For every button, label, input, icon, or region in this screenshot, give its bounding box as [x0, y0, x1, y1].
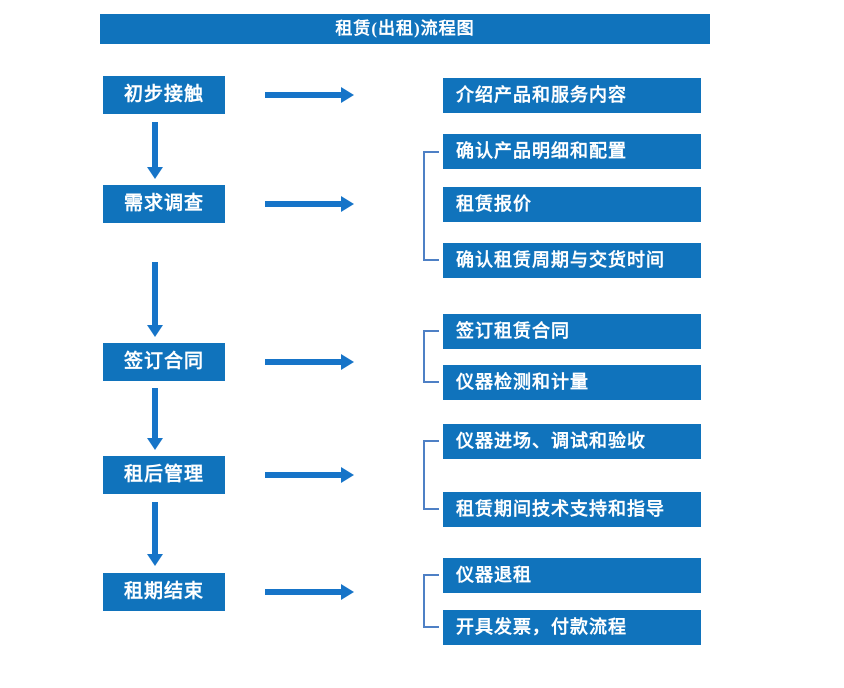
right-arrow-4: [265, 467, 354, 483]
right-arrow-2: [265, 196, 354, 212]
down-arrow-1: [147, 122, 163, 179]
step-box-initial-contact: 初步接触: [103, 76, 225, 114]
down-arrow-4: [147, 502, 163, 566]
arrow-head-icon: [147, 325, 163, 337]
detail-box-instrument-testing: 仪器检测和计量: [443, 365, 701, 400]
bracket-sign-contract: [423, 330, 439, 383]
bracket-rental-end: [423, 574, 439, 628]
detail-box-intro-products: 介绍产品和服务内容: [443, 78, 701, 113]
step-box-sign-contract: 签订合同: [103, 343, 225, 381]
arrow-head-icon: [341, 467, 354, 483]
arrow-head-icon: [341, 87, 354, 103]
arrow-shaft: [152, 122, 158, 167]
down-arrow-3: [147, 388, 163, 450]
arrow-head-icon: [341, 354, 354, 370]
page-title: 租赁(出租)流程图: [100, 14, 710, 44]
arrow-shaft: [265, 472, 341, 478]
detail-box-tech-support: 租赁期间技术支持和指导: [443, 492, 701, 527]
detail-box-confirm-product: 确认产品明细和配置: [443, 134, 701, 169]
detail-box-confirm-period: 确认租赁周期与交货时间: [443, 243, 701, 278]
arrow-shaft: [152, 388, 158, 438]
step-box-rental-end: 租期结束: [103, 573, 225, 611]
arrow-head-icon: [341, 196, 354, 212]
bracket-demand-survey: [423, 151, 439, 261]
arrow-head-icon: [341, 584, 354, 600]
step-box-demand-survey: 需求调查: [103, 185, 225, 223]
down-arrow-2: [147, 262, 163, 337]
right-arrow-5: [265, 584, 354, 600]
arrow-head-icon: [147, 167, 163, 179]
arrow-shaft: [152, 502, 158, 554]
arrow-shaft: [265, 359, 341, 365]
detail-box-rental-quote: 租赁报价: [443, 187, 701, 222]
arrow-shaft: [265, 92, 341, 98]
arrow-head-icon: [147, 438, 163, 450]
detail-box-invoice-payment: 开具发票，付款流程: [443, 610, 701, 645]
arrow-shaft: [152, 262, 158, 325]
bracket-post-rental: [423, 440, 439, 510]
arrow-shaft: [265, 201, 341, 207]
detail-box-instrument-entry: 仪器进场、调试和验收: [443, 424, 701, 459]
detail-box-instrument-return: 仪器退租: [443, 558, 701, 593]
arrow-shaft: [265, 589, 341, 595]
step-box-post-rental: 租后管理: [103, 456, 225, 494]
right-arrow-3: [265, 354, 354, 370]
arrow-head-icon: [147, 554, 163, 566]
detail-box-sign-rental-contract: 签订租赁合同: [443, 314, 701, 349]
right-arrow-1: [265, 87, 354, 103]
